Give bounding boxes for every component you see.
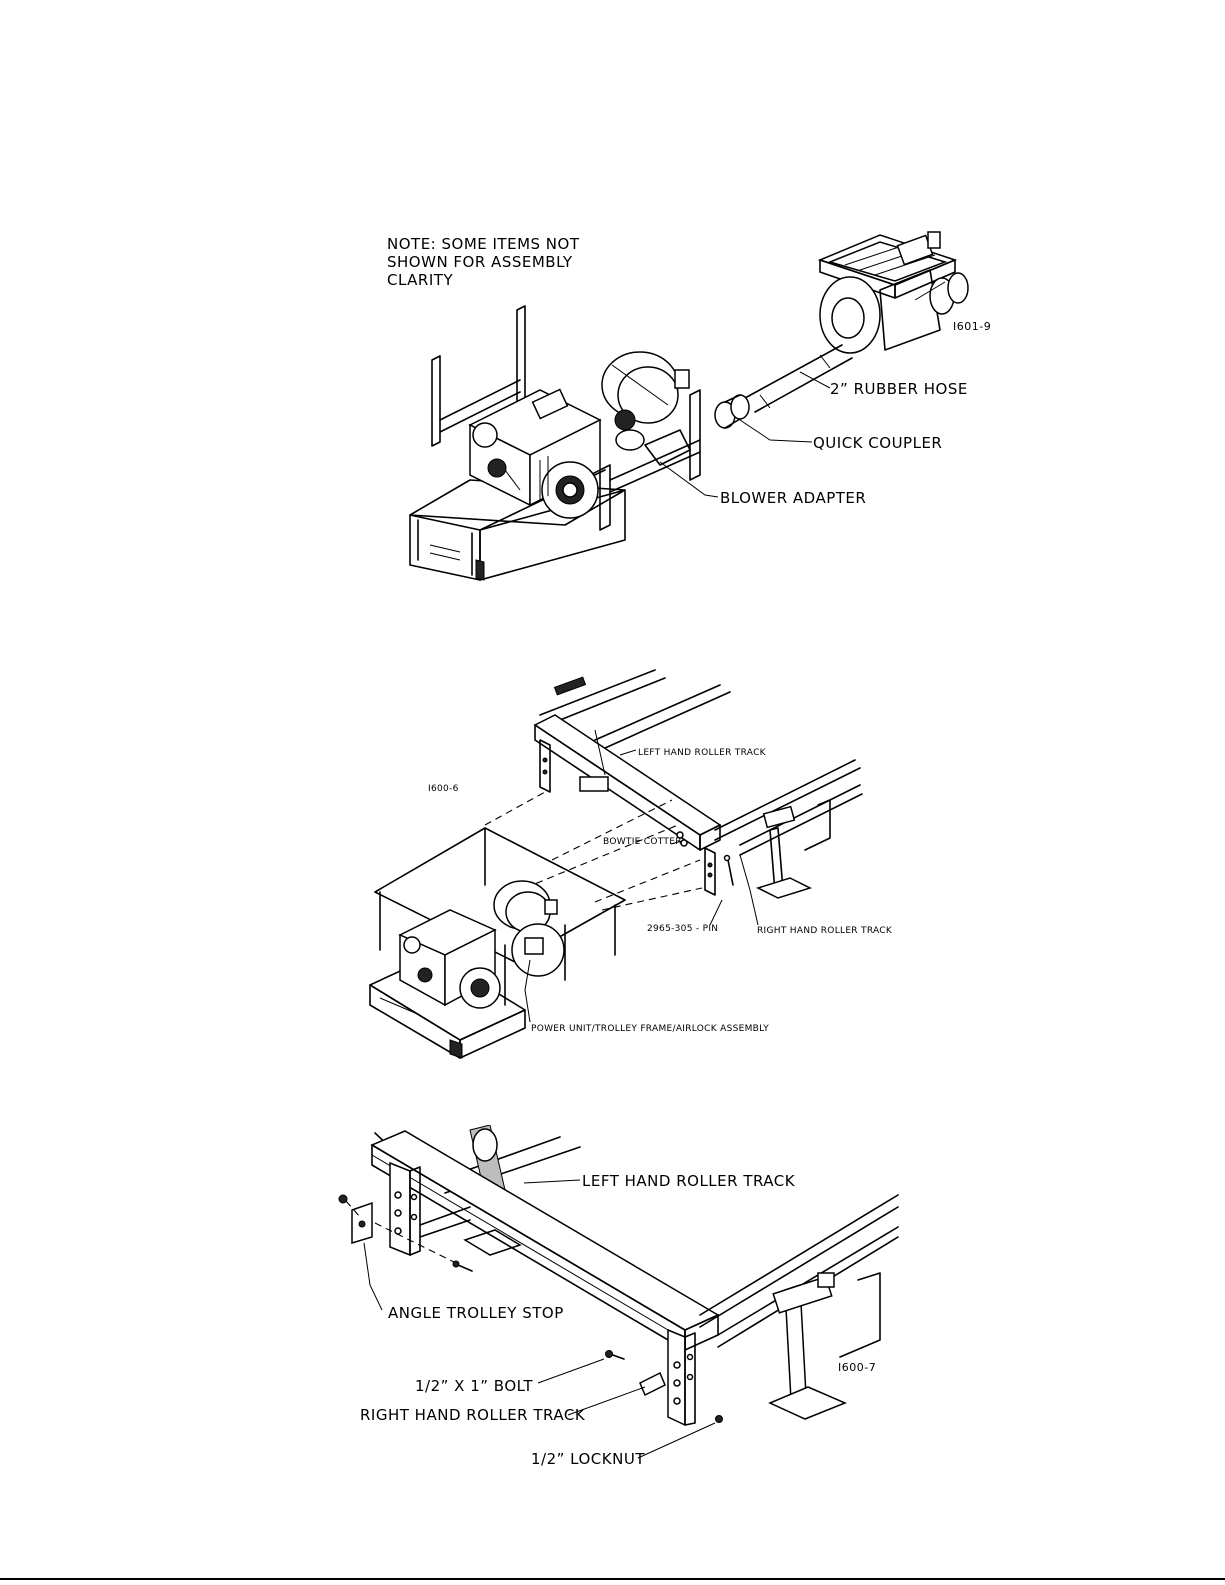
cross-member bbox=[533, 714, 722, 896]
label-rubber-hose: 2” RUBBER HOSE bbox=[830, 380, 968, 398]
assembly-note: NOTE: SOME ITEMS NOT SHOWN FOR ASSEMBLY … bbox=[387, 235, 580, 289]
leader-power-unit bbox=[524, 959, 531, 1023]
leader-locknut bbox=[637, 1422, 716, 1459]
leader-blower-adapter bbox=[659, 461, 719, 498]
leader-rubber-hose bbox=[799, 371, 831, 389]
bowtie-cotter bbox=[676, 831, 688, 847]
engine bbox=[468, 388, 602, 519]
leader-quick-coupler bbox=[739, 419, 813, 443]
label-right-track: RIGHT HAND ROLLER TRACK bbox=[360, 1406, 586, 1424]
bolt bbox=[605, 1350, 625, 1360]
figure-trolley-installation: LEFT HAND ROLLER TRACK I600-6 BOWTIE COT… bbox=[0, 660, 1225, 1070]
label-bolt: 1/2” X 1” BOLT bbox=[415, 1377, 534, 1395]
drawing-number: I600-6 bbox=[428, 784, 459, 794]
pin bbox=[723, 854, 734, 886]
label-angle-stop: ANGLE TROLLEY STOP bbox=[388, 1304, 564, 1322]
drawing-number: I600-7 bbox=[838, 1361, 877, 1374]
locknut bbox=[715, 1415, 723, 1423]
leader-bowtie-cotter bbox=[670, 840, 683, 845]
note-line-2: SHOWN FOR ASSEMBLY bbox=[387, 253, 573, 271]
cross-beam bbox=[370, 1130, 720, 1351]
label-pin: 2965-305 - PIN bbox=[647, 924, 719, 934]
left-hand-roller-track bbox=[539, 669, 731, 749]
support-stand bbox=[768, 1272, 881, 1420]
blower bbox=[601, 351, 691, 466]
blower-assembly-drawing bbox=[409, 231, 969, 581]
drawing-number: I601-9 bbox=[953, 320, 992, 333]
engine bbox=[398, 909, 501, 1009]
blower bbox=[493, 880, 565, 977]
label-right-track: RIGHT HAND ROLLER TRACK bbox=[757, 926, 893, 936]
figure-trolley-stop-detail: LEFT HAND ROLLER TRACK ANGLE TROLLEY STO… bbox=[0, 1125, 1225, 1475]
label-left-track: LEFT HAND ROLLER TRACK bbox=[638, 748, 766, 758]
trolley-stop-drawing bbox=[338, 1125, 899, 1459]
label-power-unit: POWER UNIT/TROLLEY FRAME/AIRLOCK ASSEMBL… bbox=[531, 1024, 770, 1034]
quick-coupler bbox=[714, 394, 750, 429]
leader-bolt bbox=[537, 1358, 605, 1384]
note-line-3: CLARITY bbox=[387, 271, 454, 289]
leader-left-track bbox=[523, 1179, 581, 1184]
right-hand-roller-track bbox=[714, 759, 863, 856]
page-footer-rule bbox=[0, 1578, 1225, 1580]
left-leg bbox=[389, 1161, 471, 1257]
label-quick-coupler: QUICK COUPLER bbox=[813, 434, 943, 452]
label-bowtie-cotter: BOWTIE COTTER bbox=[603, 837, 682, 847]
leader-angle-stop bbox=[363, 1242, 383, 1311]
leader-pin bbox=[709, 899, 723, 926]
leader-right-track bbox=[567, 1386, 646, 1416]
airlock-feeder bbox=[817, 231, 969, 354]
trolley-installation-drawing bbox=[369, 669, 863, 1059]
leader-left-track bbox=[619, 749, 637, 756]
alignment-lines bbox=[484, 791, 703, 911]
leader-right-track bbox=[739, 854, 759, 926]
label-left-track: LEFT HAND ROLLER TRACK bbox=[582, 1172, 796, 1190]
right-hand-roller-track bbox=[639, 1194, 899, 1397]
right-leg bbox=[667, 1328, 696, 1427]
rubber-hose bbox=[744, 344, 853, 413]
support-stand bbox=[756, 799, 831, 899]
label-blower-adapter: BLOWER ADAPTER bbox=[720, 489, 867, 507]
label-locknut: 1/2” LOCKNUT bbox=[531, 1450, 645, 1468]
figure-blower-hose-assembly: NOTE: SOME ITEMS NOT SHOWN FOR ASSEMBLY … bbox=[0, 0, 1225, 600]
angle-trolley-stop bbox=[338, 1194, 461, 1266]
note-line-1: NOTE: SOME ITEMS NOT bbox=[387, 235, 580, 253]
bolt-upper bbox=[452, 1260, 473, 1272]
